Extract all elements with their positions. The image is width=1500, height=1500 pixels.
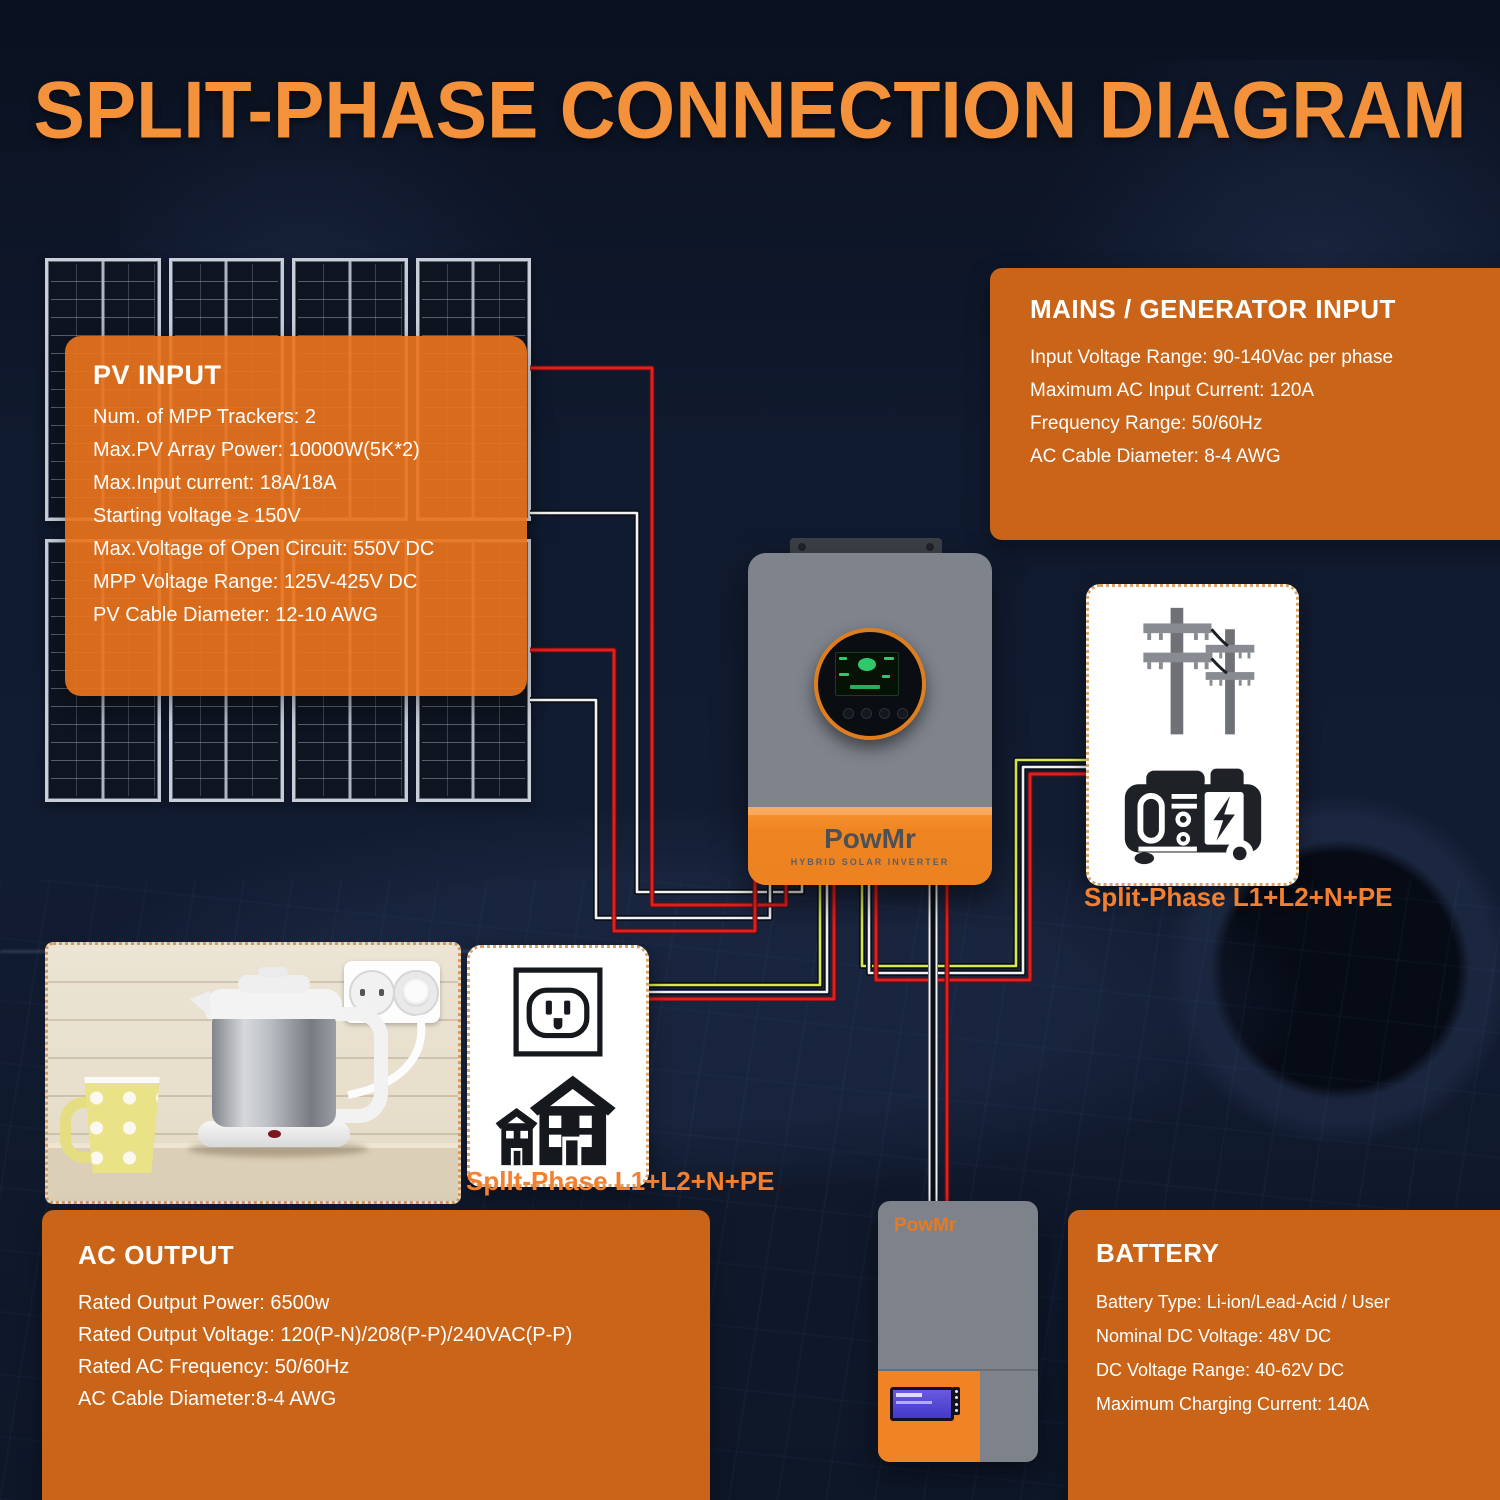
- spec-line: Battery Type: Li-ion/Lead-Acid / User: [1096, 1292, 1390, 1312]
- battery-orange-panel: [878, 1371, 980, 1462]
- kettle-lid-top: [238, 975, 310, 993]
- spec-line: Max.PV Array Power: 10000W(5K*2): [93, 439, 420, 461]
- spec-line: Nominal DC Voltage: 48V DC: [1096, 1326, 1332, 1346]
- spec-line: Rated AC Frequency: 50/60Hz: [78, 1356, 350, 1378]
- lcd-screen: [835, 652, 899, 696]
- spec-line: Num. of MPP Trackers: 2: [93, 406, 317, 428]
- spec-line: Starting voltage ≥ 150V: [93, 505, 301, 527]
- page-title: SPLIT-PHASE CONNECTION DIAGRAM: [33, 64, 1467, 156]
- spec-line: Max.Input current: 18A/18A: [93, 472, 337, 494]
- kettle-handle: [330, 1007, 388, 1123]
- houses-icon: [495, 1075, 616, 1166]
- screw-icon: [926, 543, 934, 551]
- battery-spec-card: BATTERY Battery Type: Li-ion/Lead-Acid /…: [1068, 1210, 1500, 1500]
- card-title: BATTERY: [1096, 1238, 1220, 1268]
- card-title: AC OUTPUT: [78, 1240, 235, 1270]
- outlet-icon: [513, 967, 603, 1057]
- spec-line: Rated Output Voltage: 120(P-N)/208(P-P)/…: [78, 1324, 573, 1346]
- display-buttons: [843, 708, 908, 719]
- kettle-lid: [206, 989, 342, 1019]
- battery-seam: [878, 1369, 1038, 1371]
- pv-input-card: PV INPUT Num. of MPP Trackers: 2 Max.PV A…: [65, 336, 527, 696]
- spec-line: Maximum AC Input Current: 120A: [1030, 380, 1315, 401]
- mug-handle: [60, 1097, 103, 1163]
- hybrid-inverter-device: PowMr HYBRID SOLAR INVERTER: [748, 553, 992, 885]
- spec-line: Maximum Charging Current: 140A: [1096, 1394, 1370, 1414]
- generator-icon: [1124, 768, 1261, 867]
- battery-lcd-buttons: [952, 1387, 960, 1415]
- generator-split-phase-label: Split-Phase L1+L2+N+PE: [1084, 882, 1393, 912]
- spec-line: AC Cable Diameter: 8-4 AWG: [1030, 446, 1281, 467]
- socket-right: [393, 970, 439, 1016]
- card-title: PV INPUT: [93, 360, 222, 390]
- kettle-spout: [190, 991, 210, 1017]
- kettle-body: [212, 1015, 336, 1127]
- kettle-indicator: [268, 1130, 281, 1138]
- circular-lcd-display-icon: [814, 628, 926, 740]
- brand-logo: PowMr: [824, 823, 916, 854]
- battery-lcd: [890, 1387, 954, 1421]
- inverter-orange-band: PowMr HYBRID SOLAR INVERTER: [748, 807, 992, 885]
- card-lines: Num. of MPP Trackers: 2 Max.PV Array Powe…: [93, 401, 499, 632]
- battery-device: PowMr: [878, 1201, 1038, 1462]
- grid-generator-box: [1086, 584, 1299, 886]
- brand-tagline: HYBRID SOLAR INVERTER: [790, 857, 950, 867]
- plug: [402, 979, 430, 1007]
- polka-dot-mug: [84, 1077, 160, 1173]
- spec-line: MPP Voltage Range: 125V-425V DC: [93, 571, 418, 593]
- card-title: MAINS / GENERATOR INPUT: [1030, 294, 1396, 324]
- kettle-photo: [45, 942, 461, 1204]
- brand-logo: PowMr: [894, 1215, 957, 1236]
- spec-line: DC Voltage Range: 40-62V DC: [1096, 1360, 1345, 1380]
- spec-line: Input Voltage Range: 90-140Vac per phase: [1030, 347, 1394, 368]
- spec-line: Frequency Range: 50/60Hz: [1030, 413, 1263, 434]
- screw-icon: [798, 543, 806, 551]
- power-poles-icon: [1142, 607, 1254, 734]
- spec-line: Max.Voltage of Open Circuit: 550V DC: [93, 538, 435, 560]
- card-lines: Input Voltage Range: 90-140Vac per phase…: [1030, 341, 1492, 473]
- kettle-knob: [258, 967, 288, 977]
- power-cord: [347, 1014, 426, 1099]
- outlet-split-phase-label: Spllt-Phase L1+L2+N+PE: [466, 1166, 775, 1196]
- mains-generator-input-card: MAINS / GENERATOR INPUT Input Voltage Ra…: [990, 268, 1500, 540]
- spec-line: Rated Output Power: 6500w: [78, 1292, 330, 1314]
- ac-loads-box: [467, 945, 649, 1187]
- spec-line: AC Cable Diameter:8-4 AWG: [78, 1388, 337, 1410]
- spec-line: PV Cable Diameter: 12-10 AWG: [93, 604, 378, 626]
